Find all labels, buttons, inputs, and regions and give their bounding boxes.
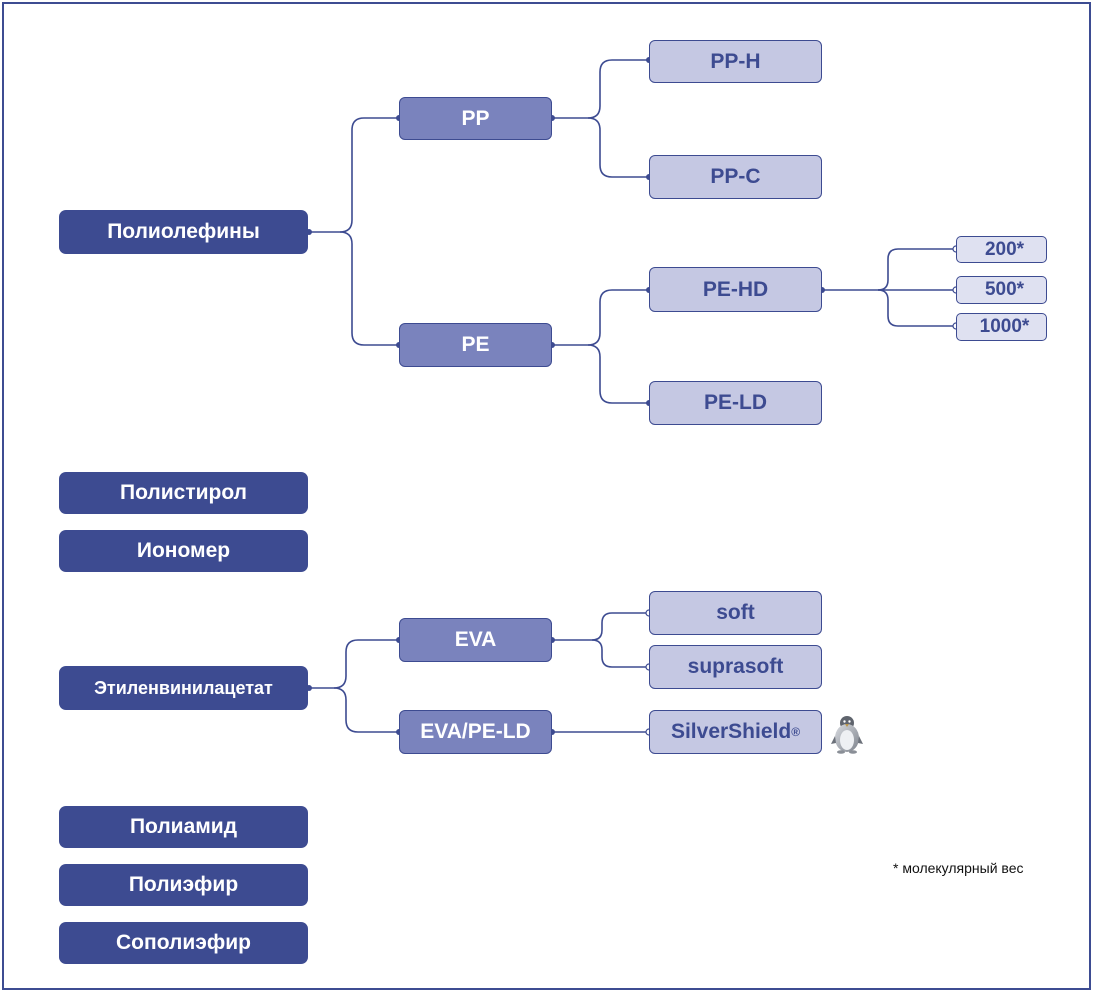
node-eva-pe-ld: EVA/PE-LD — [399, 710, 552, 754]
connector-pehd-200 — [822, 248, 956, 291]
connector-pe-peld — [587, 344, 649, 404]
node-eva-suprasoft: suprasoft — [649, 645, 822, 689]
connector-polyolefins-pe — [339, 231, 399, 346]
connector-pehd-1000 — [877, 289, 956, 327]
silvershield-label: SilverShield — [670, 720, 792, 743]
node-eva-family: Этиленвинилацетат — [59, 666, 308, 710]
connector-pp-ppc — [587, 117, 649, 178]
node-polyester: Полиэфир — [59, 864, 308, 906]
node-polyolefins: Полиолефины — [59, 210, 308, 254]
connector-pe-pehd — [552, 289, 649, 346]
node-ionomer: Иономер — [59, 530, 308, 572]
footnote: * молекулярный вес — [893, 860, 1024, 876]
node-pe-hd-200: 200* — [956, 236, 1047, 263]
node-copolyester: Сополиэфир — [59, 922, 308, 964]
node-pe-hd: PE-HD — [649, 267, 822, 312]
node-pp-c: PP-C — [649, 155, 822, 199]
connector-evafamily-eva — [309, 639, 399, 689]
node-pe-hd-500: 500* — [956, 276, 1047, 304]
connector-evafamily-evapeld — [333, 687, 399, 733]
connector-eva-suprasoft — [591, 639, 649, 668]
penguin-icon — [831, 716, 863, 754]
node-eva: EVA — [399, 618, 552, 662]
connector-polyolefins-pp — [309, 117, 399, 233]
node-pe-hd-1000: 1000* — [956, 313, 1047, 341]
connector-eva-soft — [552, 612, 649, 641]
node-polyamide: Полиамид — [59, 806, 308, 848]
node-polystyrene: Полистирол — [59, 472, 308, 514]
node-pe: PE — [399, 323, 552, 367]
node-silvershield: SilverShield® — [649, 710, 822, 754]
node-eva-soft: soft — [649, 591, 822, 635]
node-pp: PP — [399, 97, 552, 140]
node-pe-ld: PE-LD — [649, 381, 822, 425]
connector-pp-pph — [552, 59, 649, 119]
node-pp-h: PP-H — [649, 40, 822, 83]
